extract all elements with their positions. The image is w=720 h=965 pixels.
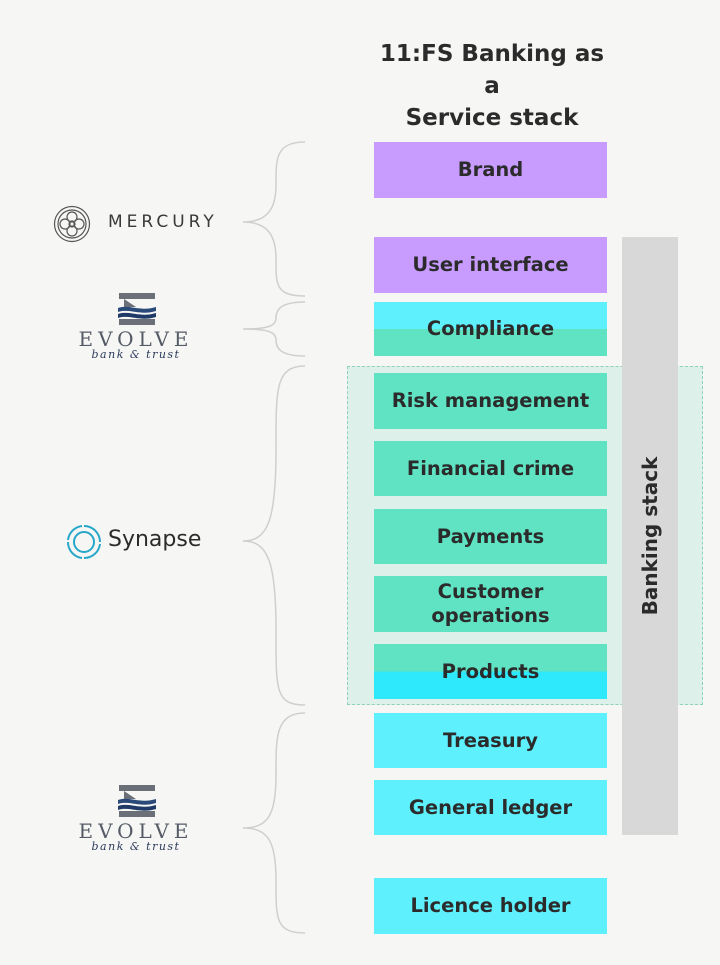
customer-operations-line-2: operations	[431, 604, 550, 627]
bracket-synapse	[242, 365, 306, 706]
bracket-mercury	[242, 141, 306, 297]
evolve-logo-icon	[118, 785, 156, 817]
layer-products: Products	[374, 644, 607, 699]
customer-operations-line-1: Customer	[437, 580, 544, 603]
layer-general-ledger: General ledger	[374, 780, 607, 835]
bracket-evolve-bottom	[242, 712, 306, 934]
layer-compliance: Compliance	[374, 302, 607, 356]
layer-treasury: Treasury	[374, 713, 607, 768]
layer-customer-operations: Customer operations	[374, 576, 607, 632]
layer-financial-crime: Financial crime	[374, 441, 607, 496]
mercury-wordmark: MERCURY	[108, 212, 218, 232]
title-line-2: Service stack	[405, 105, 579, 131]
evolve-subtitle-top: bank & trust	[91, 348, 181, 361]
layer-risk-management: Risk management	[374, 373, 607, 429]
synapse-wordmark: Synapse	[108, 527, 202, 552]
banking-stack-bar	[622, 237, 678, 835]
layer-brand: Brand	[374, 142, 607, 198]
layer-payments: Payments	[374, 509, 607, 564]
evolve-wordmark-top: EVOLVE	[78, 327, 194, 351]
evolve-logo-icon	[118, 293, 156, 325]
title-line-1: 11:FS Banking as a	[379, 41, 605, 99]
layer-licence-holder: Licence holder	[374, 878, 607, 934]
synapse-logo-icon	[66, 525, 101, 560]
layer-user-interface: User interface	[374, 237, 607, 293]
evolve-subtitle-bottom: bank & trust	[91, 840, 181, 853]
mercury-logo-icon	[53, 205, 91, 243]
diagram-title: 11:FS Banking as a Service stack	[372, 38, 612, 134]
bracket-evolve-top	[242, 301, 306, 357]
evolve-wordmark-bottom: EVOLVE	[78, 819, 194, 843]
